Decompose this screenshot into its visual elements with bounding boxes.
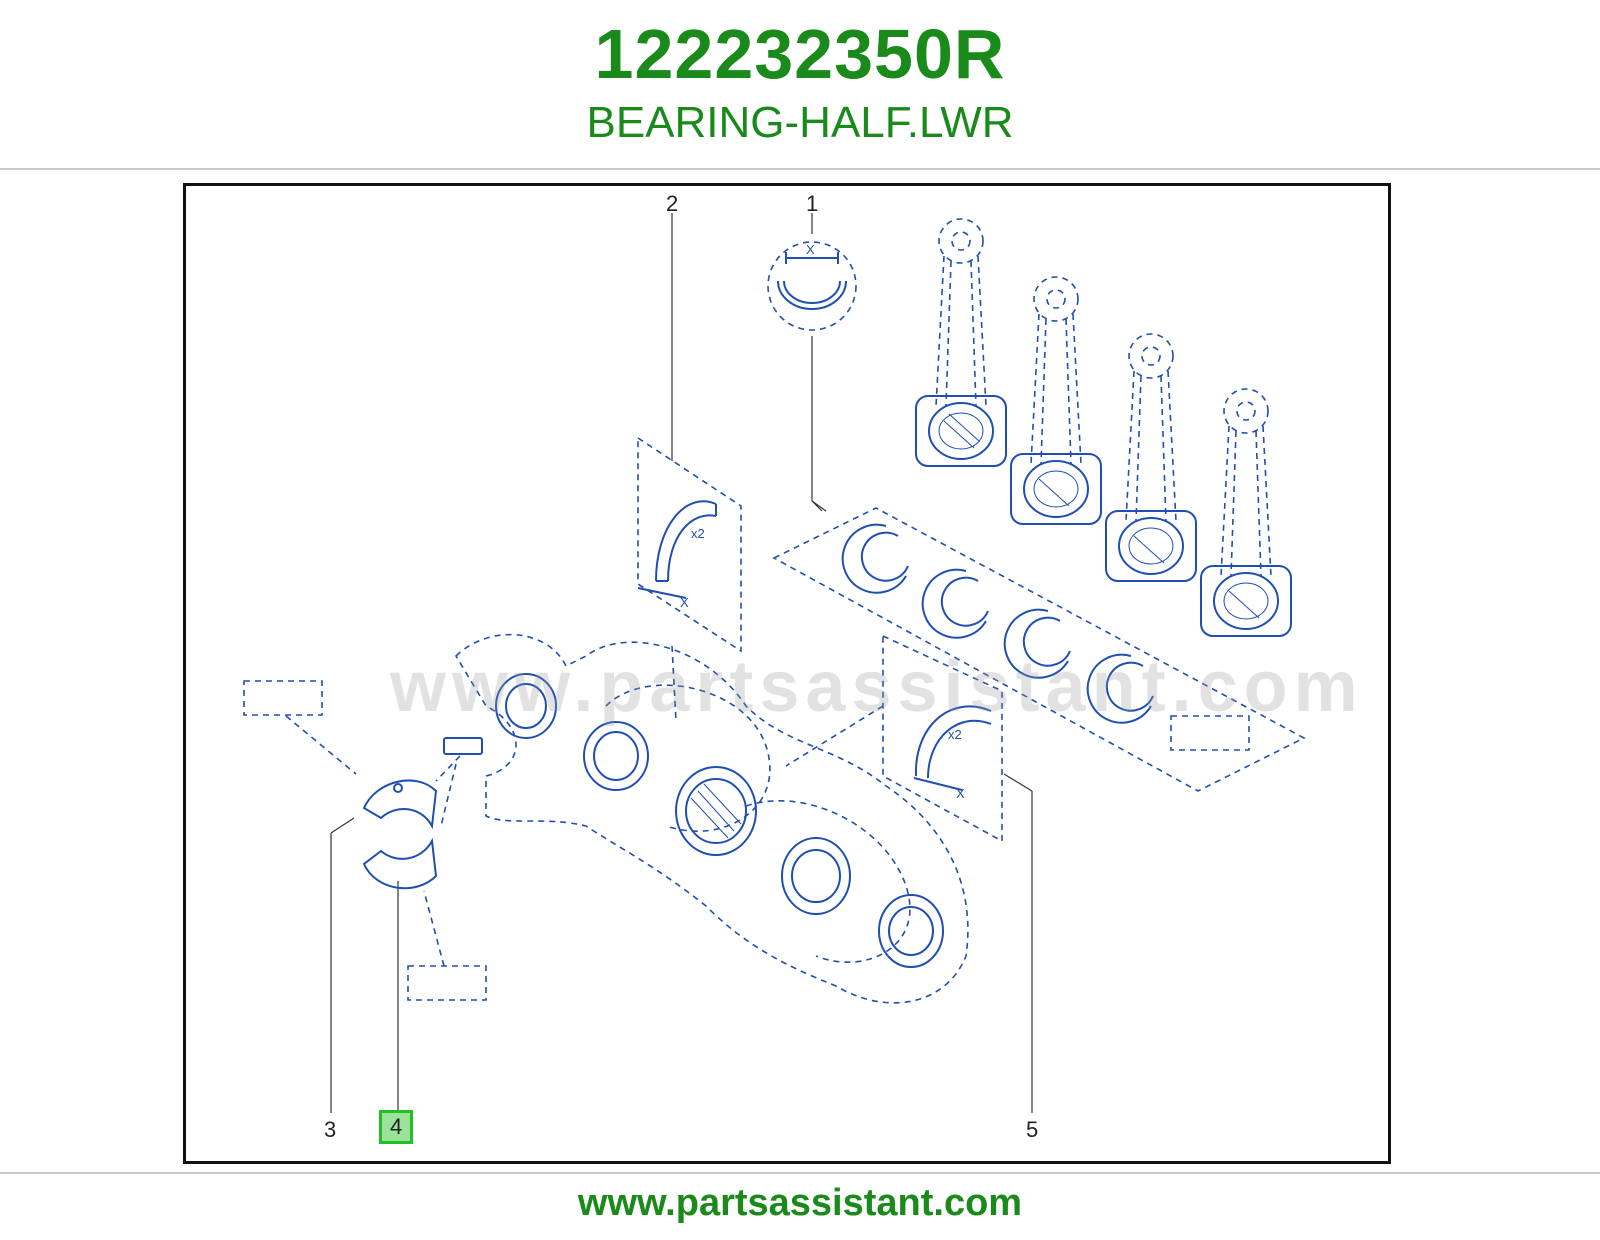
leader-lines [330,213,1033,1113]
part-1-detail: X [767,241,857,331]
part-number: 122232350R [594,15,1006,93]
footer-url[interactable]: www.partsassistant.com [577,1182,1023,1224]
parts-3-4-bearing-halves [243,680,487,1001]
footer-divider [0,1172,1600,1174]
qty-label-part-2: x2 [691,526,705,541]
connecting-rods [915,218,1292,637]
x-label-part-2: X [680,595,689,610]
crankshaft [454,633,969,1004]
callout-2[interactable]: 2 [666,191,679,216]
callout-4[interactable]: 4 [379,1110,414,1144]
callout-3[interactable]: 3 [324,1117,337,1142]
callout-1[interactable]: 1 [806,191,819,216]
exploded-diagram: .ln { stroke: #1f4fb0; fill: none; strok… [243,213,1306,1113]
diagram-frame: .ln { stroke: #1f4fb0; fill: none; strok… [183,183,1391,1164]
x-label-part-5: X [956,786,965,801]
watermark: www.partsassistant.com [390,647,1364,727]
main-bearing-shells-panel [772,500,1306,792]
qty-label-part-5: x2 [948,727,962,742]
x-dimension-label: X [806,242,815,257]
header-divider [0,168,1600,170]
part-2-thrust-washer-panel: x2 X [637,436,742,722]
part-5-thrust-washer-panel: x2 X [785,634,1003,843]
header: 122232350R BEARING-HALF.LWR [0,0,1600,168]
callout-5[interactable]: 5 [1026,1117,1039,1142]
part-name: BEARING-HALF.LWR [586,98,1014,147]
